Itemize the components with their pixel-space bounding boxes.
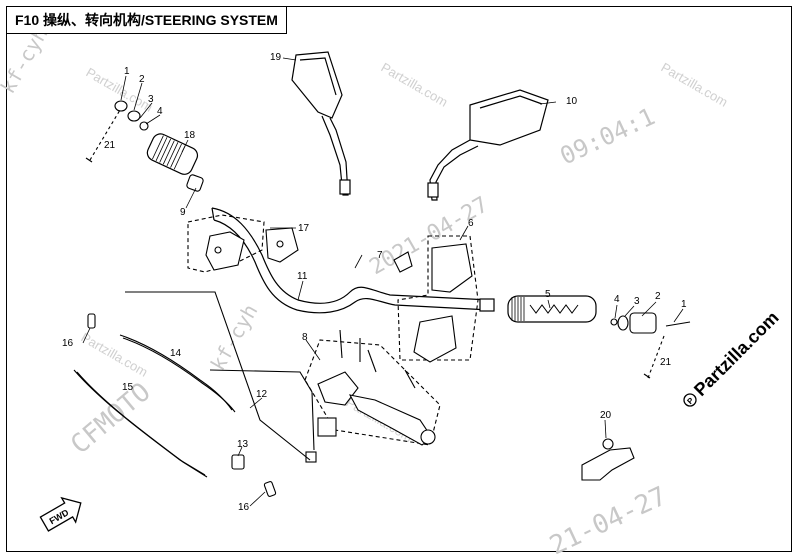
small-parts bbox=[87, 313, 635, 497]
callout-6: 6 bbox=[468, 218, 474, 229]
callout-21-left: 21 bbox=[104, 140, 116, 151]
callout-16-bottom: 16 bbox=[238, 502, 250, 513]
svg-text:P: P bbox=[685, 395, 696, 406]
diagram-frame bbox=[6, 6, 792, 552]
callouts: 1 2 3 4 18 21 9 19 17 11 10 7 6 5 4 3 2 … bbox=[62, 52, 687, 513]
watermark-site-2: Partzilla.com bbox=[379, 60, 451, 110]
right-switch bbox=[397, 235, 479, 389]
callout-4-left: 4 bbox=[157, 106, 163, 117]
brake-lever bbox=[304, 329, 441, 446]
left-switch bbox=[187, 214, 299, 273]
callout-15: 15 bbox=[122, 382, 134, 393]
watermark-user-left: kf-cyh bbox=[0, 23, 52, 98]
partzilla-logo-text: Partzilla.com bbox=[690, 307, 783, 400]
callout-10: 10 bbox=[566, 96, 578, 107]
page-title: F10 操纵、转向机构/STEERING SYSTEM bbox=[6, 6, 287, 34]
watermark-date-corner: 21-04-27 bbox=[545, 481, 671, 558]
callout-4-right: 4 bbox=[614, 294, 620, 305]
callout-5: 5 bbox=[545, 289, 551, 300]
callout-8: 8 bbox=[302, 332, 308, 343]
callout-16-top: 16 bbox=[62, 338, 74, 349]
callout-1-left: 1 bbox=[124, 66, 130, 77]
callout-7: 7 bbox=[377, 250, 383, 261]
callout-9: 9 bbox=[180, 207, 186, 218]
watermark-user-mid: kf-cyh bbox=[206, 300, 263, 375]
part-7 bbox=[359, 251, 413, 362]
callout-12: 12 bbox=[256, 389, 268, 400]
callout-20: 20 bbox=[600, 410, 612, 421]
leader-lines bbox=[82, 57, 684, 507]
callout-17: 17 bbox=[298, 223, 310, 234]
callout-13: 13 bbox=[237, 439, 249, 450]
callout-2-left: 2 bbox=[139, 74, 145, 85]
watermark-site-4: Partzilla.com bbox=[79, 330, 151, 380]
callout-11: 11 bbox=[297, 271, 308, 282]
callout-14: 14 bbox=[170, 348, 182, 359]
callout-21-right: 21 bbox=[660, 357, 672, 368]
cables bbox=[73, 291, 317, 478]
right-grip bbox=[507, 295, 597, 323]
watermark-time: 09:04:1 bbox=[556, 102, 660, 170]
fwd-arrow-icon: FWD bbox=[39, 496, 82, 532]
mirror-right bbox=[427, 89, 549, 201]
watermark-brand: CFMOTO bbox=[65, 377, 156, 460]
watermark-site-3: Partzilla.com bbox=[659, 60, 731, 110]
callout-18: 18 bbox=[184, 130, 196, 141]
callout-3-right: 3 bbox=[634, 296, 640, 307]
callout-19: 19 bbox=[270, 52, 282, 63]
partzilla-logo: P Partzilla.com bbox=[683, 307, 783, 407]
left-grip bbox=[146, 133, 199, 175]
mirror-left bbox=[291, 51, 351, 196]
left-end-parts bbox=[85, 100, 204, 192]
copyright-icon bbox=[683, 393, 697, 407]
callout-3-left: 3 bbox=[148, 94, 154, 105]
right-end-parts bbox=[610, 312, 691, 379]
callout-1-right: 1 bbox=[681, 299, 687, 310]
callout-2-right: 2 bbox=[655, 291, 661, 302]
